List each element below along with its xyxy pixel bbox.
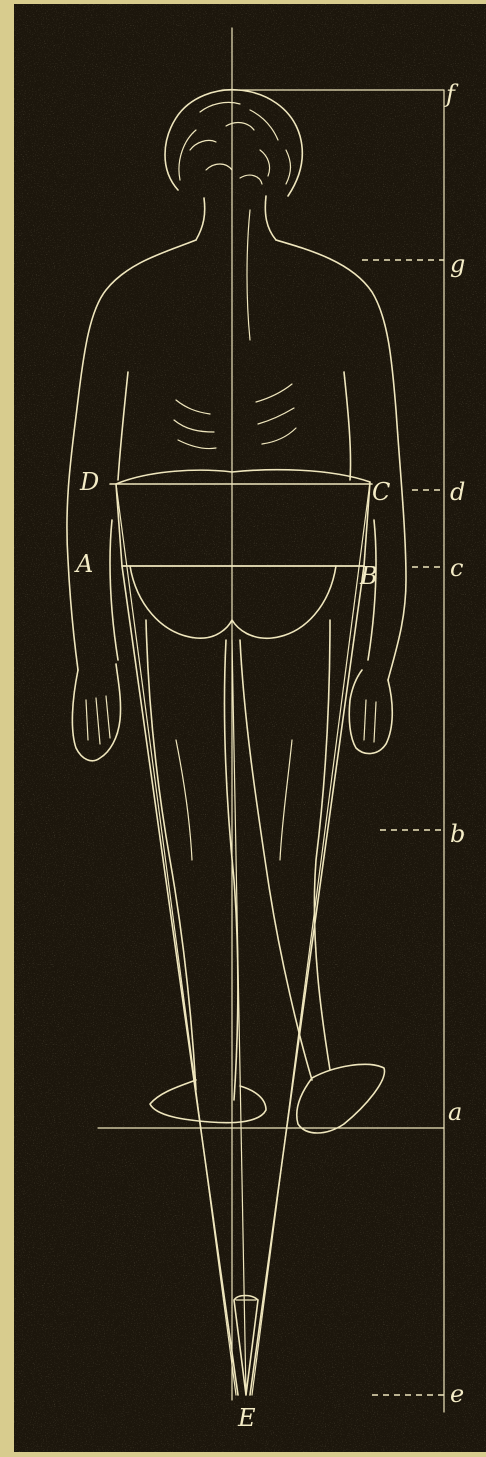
label-scale-e: e: [450, 1380, 464, 1408]
label-point-C: C: [372, 478, 390, 506]
label-point-D: D: [79, 468, 99, 496]
label-scale-b: b: [450, 820, 465, 848]
label-scale-d: d: [450, 478, 465, 506]
label-scale-g: g: [450, 250, 465, 278]
label-point-B: B: [359, 562, 378, 590]
label-point-A: A: [74, 550, 93, 578]
label-scale-a: a: [448, 1098, 462, 1126]
label-scale-c: c: [450, 554, 463, 582]
label-point-E: E: [237, 1404, 256, 1432]
plate-grain: [14, 4, 486, 1452]
